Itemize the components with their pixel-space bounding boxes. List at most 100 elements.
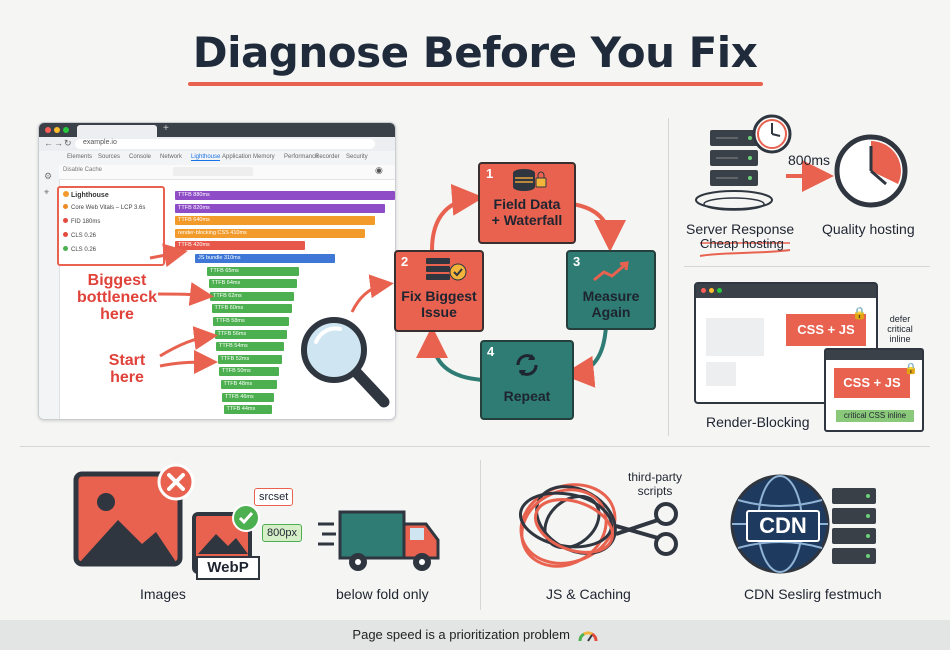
cdn-label: CDN Seslirg festmuch [744,586,882,602]
devtools-tab[interactable]: Performance [284,154,319,160]
devtools-sidebar: ⚙ ⌖ [39,165,60,419]
devtools-tab[interactable]: Network [160,154,183,160]
divider-bottom-mid [480,460,481,610]
devtools-tab[interactable]: Memory [253,154,275,160]
title-underline [188,82,763,86]
waterfall-bar[interactable]: TTFB 44ms [223,405,272,415]
waterfall-bar-label: TTFB 58ms [216,318,245,324]
devtools-tab[interactable]: Elements [67,154,93,160]
address-bar[interactable]: example.io [75,139,375,149]
waterfall-bar[interactable]: JS bundle 310ms [195,254,335,263]
devtools-tab[interactable]: Recorder [315,154,340,160]
waterfall-bar[interactable]: TTFB 820ms [175,203,385,213]
devtools-tab[interactable]: Console [129,154,152,160]
inspect-icon[interactable]: ⌖ [44,187,50,197]
step-number: 1 [486,166,494,181]
browser-toolbar: ← → ↻ example.io [39,137,395,151]
waterfall-bar[interactable]: TTFB 62ms [210,291,294,301]
new-tab-icon[interactable]: + [163,123,169,134]
waterfall-bar[interactable]: TTFB 54ms [216,342,284,352]
cycle-arrow-3to4 [562,325,608,388]
step-label: Repeat [503,388,551,404]
metric-status-dot [63,232,68,237]
eye-icon[interactable]: ◉ [375,165,383,175]
waterfall-bar-label: JS bundle 310ms [198,255,241,261]
close-dot-icon[interactable] [45,127,51,133]
size-badge: 800px [262,524,302,542]
waterfall-bar-label: TTFB 50ms [222,368,251,375]
arrow-bottleneck [157,282,214,306]
critical-inline-badge: critical CSS inline [836,410,914,422]
waterfall-bar[interactable]: TTFB 46ms [222,392,274,402]
metric-status-dot [63,246,68,251]
waterfall-bar-label: TTFB 65ms [210,267,239,274]
browser-tab[interactable] [77,125,157,137]
lighthouse-metric: FID 180ms [63,218,100,225]
waterfall-bar[interactable]: TTFB 52ms [217,354,282,364]
delivery-truck-icon [318,510,440,571]
divider-right-mid [684,266,930,267]
waterfall-bar[interactable]: TTFB 50ms [219,367,279,377]
cdn-badge: CDN [746,510,820,542]
devtools-tab[interactable]: Sources [98,154,121,160]
waterfall-bar[interactable]: TTFB 64ms [208,279,297,289]
url-text: example.io [83,139,117,146]
settings-icon[interactable]: ⚙ [44,171,53,181]
repeat-icon [516,354,538,376]
waterfall-bar-label: TTFB 54ms [219,343,248,350]
waterfall-bar-label: TTFB 880ms [178,192,210,198]
forward-icon[interactable]: → [54,138,63,148]
reload-icon[interactable]: ↻ [64,138,72,148]
footer-text: Page speed is a prioritization problem [0,627,950,642]
step-number: 4 [487,344,495,359]
lock-icon: 🔒 [852,306,867,320]
waterfall-bar[interactable]: render-blocking CSS 410ms [175,228,365,238]
waterfall-bar[interactable]: TTFB 56ms [214,329,287,339]
cheap-hosting-label: Cheap hosting [700,236,784,251]
cycle-arrow-4to2 [416,326,485,382]
arrow-to-cycle [350,274,394,313]
render-browser-front: CSS + JS 🔒 critical CSS inline [824,348,924,432]
filter-input[interactable] [173,167,253,176]
devtools-tab[interactable]: Lighthouse [191,154,221,161]
arrow-start-2 [159,350,218,375]
waterfall-bar[interactable]: TTFB 65ms [207,266,299,276]
webp-label: WebP [196,556,260,580]
maximize-dot-icon[interactable] [63,127,69,133]
waterfall-bar-label: TTFB 62ms [213,292,242,299]
page-title: Diagnose Before You Fix [192,28,758,77]
arrow-lighthouse [149,243,188,268]
large-clock-icon [834,134,908,208]
devtools-tab[interactable]: Security [346,154,368,160]
waterfall-bar[interactable]: TTFB 60ms [211,304,292,314]
tangled-scripts-icon [518,483,678,568]
arrow-start-1 [159,326,218,358]
trend-up-icon [593,261,629,282]
cycle-arrow-2to1 [430,183,484,251]
waterfall-bar[interactable]: TTFB 880ms [175,191,395,200]
waterfall-bar[interactable]: TTFB 420ms [175,241,305,251]
waterfall-bar-label: TTFB 46ms [225,393,254,400]
back-icon[interactable]: ← [44,138,53,148]
server-metric: 800ms [788,152,831,168]
waterfall-bar[interactable]: TTFB 58ms [213,317,289,326]
render-browser-bar [696,284,876,298]
biggest-bottleneck-label: Biggest bottleneck here [76,272,157,323]
minimize-dot-icon[interactable] [54,127,60,133]
browser-window: + ← → ↻ example.io Elements Sources Consol… [38,122,396,420]
metric-status-dot [63,204,68,209]
waterfall-bar[interactable]: TTFB 640ms [175,216,375,226]
server-check-icon [426,258,467,281]
filter-label[interactable]: Disable Cache [63,167,103,173]
devtools-tab[interactable]: Application [222,154,252,160]
cycle-arrow-1to3 [571,202,626,252]
waterfall-bar[interactable]: TTFB 48ms [220,380,277,389]
server-cheap-underline [699,249,791,257]
